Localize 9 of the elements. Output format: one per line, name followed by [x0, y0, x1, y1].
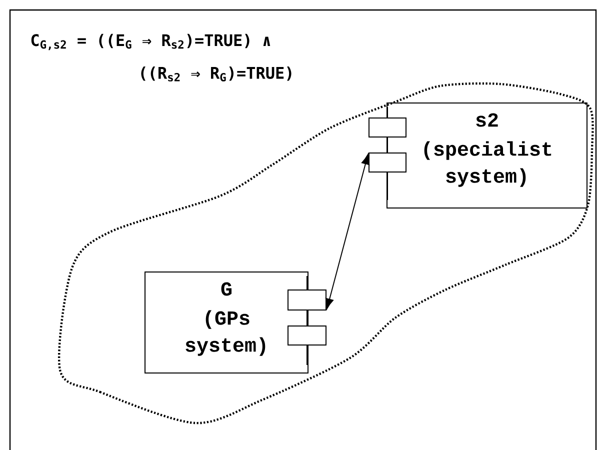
formula-text: C$_{G,s2}$ = ((E$_{G}$ ⇒ R$_{s2}$)=TRUE) ∧ — [31, 34, 270, 50]
port-box — [368, 152, 406, 172]
formula-text: ((R$_{s2}$ ⇒ R$_{G}$)=TRUE) — [141, 66, 292, 82]
port-box — [288, 325, 326, 346]
arrow — [325, 154, 370, 309]
port-box — [368, 118, 406, 138]
port-box — [288, 289, 326, 310]
boundary-cloud — [58, 82, 594, 424]
component-box: s2 (specialist system) — [386, 102, 588, 208]
